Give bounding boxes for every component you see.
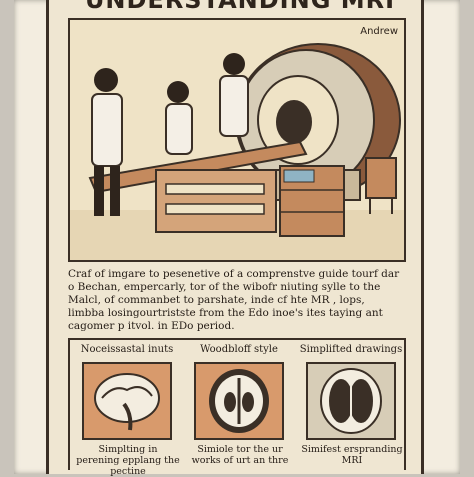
poster-caption: Craf of imgare to pesenetive of a compre… [68,268,400,332]
mri-scene-image [70,43,404,260]
mri-illustration: Andrew [68,18,406,262]
panel-3-text: Simifest erspranding MRI [301,444,403,466]
panel-3-title: Simplifted drawings [299,344,403,355]
brain-drawing-icon [306,362,396,440]
panel-2-text: Simiole tor the ur works of urt an thre [191,444,289,466]
panel-1-title: Noceissastal inuts [80,344,174,355]
panel-3: Simplifted drawings Simifest erspranding… [296,340,406,472]
technician-right [219,53,249,137]
panel-1-text: Simplting in perening epplang the pectin… [76,444,180,477]
panel-2: Woodbloff style Simiole tor the ur works… [184,340,294,472]
brain-sagittal-icon [82,362,172,440]
panel-2-title: Woodbloff style [200,344,278,355]
author-name: Andrew [360,26,398,37]
panel-1: Noceissastal inuts Simplting in perening… [72,340,182,477]
poster-title: UNDERSTANDING MRI [84,0,396,14]
technician-left [91,68,123,216]
panel-row: Noceissastal inuts Simplting in perening… [68,338,406,477]
brain-axial-icon [194,362,284,440]
technician-middle [165,81,193,155]
